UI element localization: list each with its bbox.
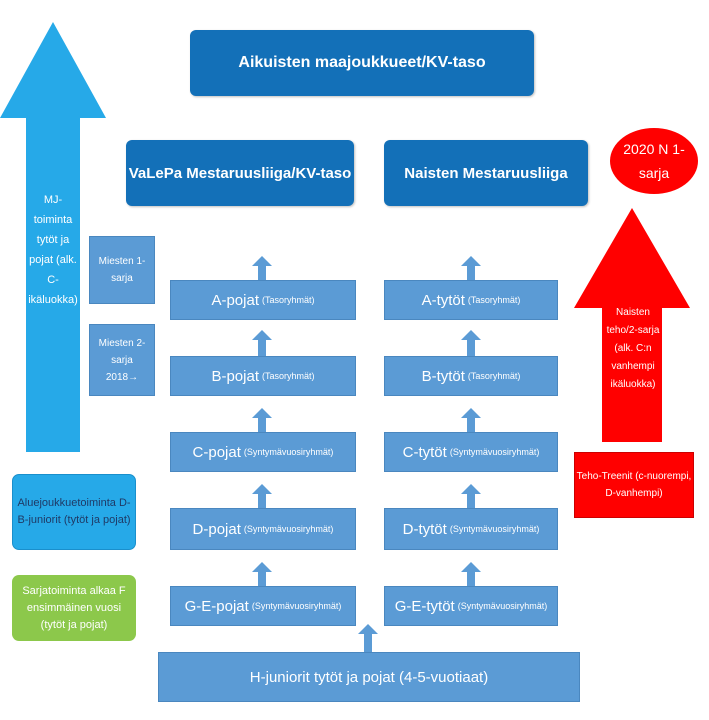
girls-level-c-label: C-tytöt [402,443,447,461]
right-up-arrow [574,208,690,442]
left-arrow-label: MJ-toiminta tytöt ja pojat (alk. C-ikälu… [28,194,78,306]
boys-arrow-head-4 [252,484,272,494]
badge-2020-label: 2020 N 1-sarja [623,141,685,181]
boys-level-ge-label: G-E-pojat [184,597,249,615]
girls-level-ge: G-E-tytöt(Syntymävuosiryhmät) [384,586,558,626]
girls-level-b: B-tytöt(Tasoryhmät) [384,356,558,396]
girls-league-box: Naisten Mestaruusliiga [384,140,588,206]
girls-level-d: D-tytöt(Syntymävuosiryhmät) [384,508,558,550]
boys-level-b-note: (Tasoryhmät) [262,371,315,381]
badge-2020-n1: 2020 N 1-sarja [610,128,698,194]
left-up-arrow [0,22,106,452]
right-arrow-label: Naisten teho/2-sarja (alk. C:n vanhempi … [606,307,660,390]
boys-arrow-stem-2 [258,340,266,356]
boys-arrow-stem-4 [258,494,266,508]
mens-2-box: Miesten 2-sarja 2018→ [89,324,155,396]
girls-level-c-note: (Syntymävuosiryhmät) [449,447,540,457]
boys-level-b-label: B-pojat [211,367,259,385]
boys-level-c-label: C-pojat [192,443,241,461]
girls-arrow-head-1 [461,256,481,266]
girls-arrow-head-5 [461,562,481,572]
girls-level-ge-label: G-E-tytöt [394,597,455,615]
girls-level-a: A-tytöt(Tasoryhmät) [384,280,558,320]
girls-arrow-head-4 [461,484,481,494]
boys-arrow-stem-1 [258,266,266,280]
mens-1-box: Miesten 1-sarja [89,236,155,304]
h-arrow-head [358,624,378,634]
girls-arrow-head-3 [461,408,481,418]
girls-level-ge-note: (Syntymävuosiryhmät) [457,601,548,611]
boys-arrow-stem-5 [258,572,266,586]
girls-level-a-label: A-tytöt [421,291,465,309]
boys-level-c-note: (Syntymävuosiryhmät) [243,447,334,457]
boys-arrow-head-1 [252,256,272,266]
boys-arrow-stem-3 [258,418,266,432]
boys-arrow-head-3 [252,408,272,418]
adult-national-teams-box: Aikuisten maajoukkueet/KV-taso [190,30,534,96]
girls-level-d-note: (Syntymävuosiryhmät) [449,524,540,534]
boys-league-box: VaLePa Mestaruusliiga/KV-taso [126,140,354,206]
boys-arrow-head-2 [252,330,272,340]
boys-level-a: A-pojat(Tasoryhmät) [170,280,356,320]
girls-level-d-label: D-tytöt [402,520,447,538]
girls-arrow-stem-4 [467,494,475,508]
boys-level-a-label: A-pojat [211,291,259,309]
boys-level-c: C-pojat(Syntymävuosiryhmät) [170,432,356,472]
girls-level-b-label: B-tytöt [421,367,465,385]
girls-level-b-note: (Tasoryhmät) [467,371,521,381]
boys-level-b: B-pojat(Tasoryhmät) [170,356,356,396]
girls-level-c: C-tytöt(Syntymävuosiryhmät) [384,432,558,472]
boys-level-a-note: (Tasoryhmät) [262,295,315,305]
girls-arrow-head-2 [461,330,481,340]
boys-arrow-head-5 [252,562,272,572]
girls-arrow-stem-3 [467,418,475,432]
girls-arrow-stem-5 [467,572,475,586]
girls-level-a-note: (Tasoryhmät) [467,295,521,305]
regional-teams-box: Aluejoukkuetoiminta D-B-juniorit (tytöt … [12,474,136,550]
boys-level-d: D-pojat(Syntymävuosiryhmät) [170,508,356,550]
girls-arrow-stem-1 [467,266,475,280]
series-start-box: Sarjatoiminta alkaa F ensimmäinen vuosi … [12,575,136,641]
boys-level-ge-note: (Syntymävuosiryhmät) [251,601,342,611]
h-arrow-stem [364,634,372,652]
h-juniors-box: H-juniorit tytöt ja pojat (4-5-vuotiaat) [158,652,580,702]
boys-level-ge: G-E-pojat(Syntymävuosiryhmät) [170,586,356,626]
teho-trainings-box: Teho-Treenit (c-nuorempi, D-vanhempi) [574,452,694,518]
boys-level-d-note: (Syntymävuosiryhmät) [243,524,334,534]
girls-arrow-stem-2 [467,340,475,356]
boys-level-d-label: D-pojat [192,520,241,538]
